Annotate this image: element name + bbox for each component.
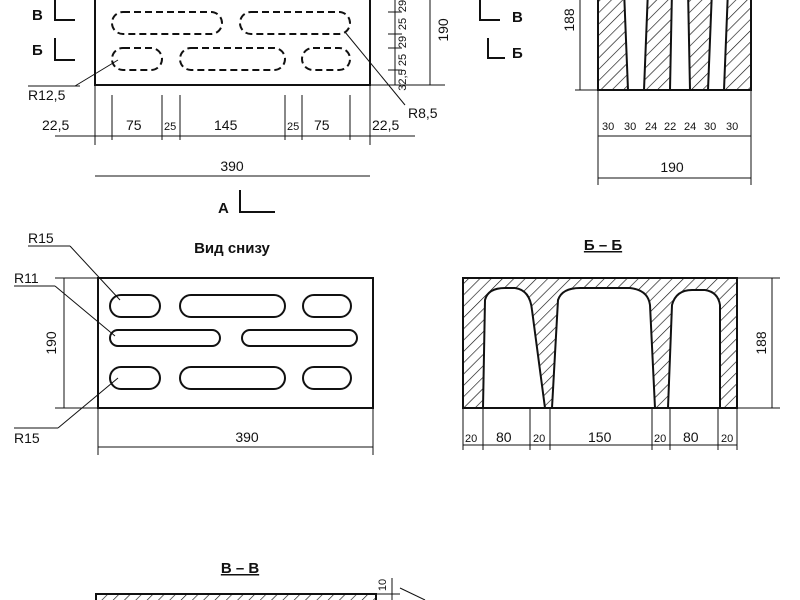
radius-right-label: R8,5 bbox=[408, 105, 438, 121]
side-mark-v: В bbox=[512, 9, 523, 26]
radius-bottom-leader bbox=[57, 377, 119, 429]
bottom-slot bbox=[179, 366, 286, 390]
bb-dim: 20 bbox=[654, 433, 666, 445]
top-slot bbox=[111, 11, 223, 35]
side-dim: 24 bbox=[684, 121, 696, 133]
bb-dim: 20 bbox=[721, 433, 733, 445]
small-dim: 32,5 bbox=[397, 69, 409, 90]
chain-dim: 22,5 bbox=[372, 117, 399, 133]
radius-leader-right bbox=[344, 31, 406, 106]
small-dim: 29 bbox=[397, 0, 409, 12]
bottom-slot bbox=[109, 294, 161, 318]
top-slot bbox=[301, 47, 351, 71]
side-void bbox=[668, 0, 692, 91]
section-vv-body bbox=[95, 593, 377, 600]
bottom-view-outline bbox=[97, 277, 374, 409]
chain-dim: 145 bbox=[214, 117, 238, 133]
view-arrow-label: А bbox=[218, 200, 229, 217]
bottom-height: 190 bbox=[43, 331, 59, 355]
top-height-label: 190 bbox=[435, 18, 451, 42]
chain-dim: 75 bbox=[314, 117, 330, 133]
bb-dim: 80 bbox=[683, 429, 699, 445]
small-dim: 29 bbox=[397, 36, 409, 48]
side-dim: 24 bbox=[645, 121, 657, 133]
top-view: В Б R12,5 R8,5 190 32,5 25 29 25 29 bbox=[28, 0, 451, 217]
bottom-width: 390 bbox=[235, 429, 259, 445]
top-view-outline bbox=[94, 0, 371, 86]
bb-height: 188 bbox=[753, 331, 769, 355]
bb-cavity-left bbox=[481, 287, 547, 409]
section-bb: Б – Б 188 20 80 20 150 20 80 20 bbox=[462, 237, 780, 450]
bb-dim: 20 bbox=[533, 433, 545, 445]
bottom-slot bbox=[109, 366, 161, 390]
radius-mid-leader bbox=[54, 285, 116, 337]
section-mark-v: В bbox=[32, 7, 43, 24]
bb-dim: 20 bbox=[465, 433, 477, 445]
side-dim: 30 bbox=[602, 121, 614, 133]
bb-dim: 80 bbox=[496, 429, 512, 445]
bottom-view-title: Вид снизу bbox=[194, 240, 270, 257]
bottom-slot bbox=[241, 329, 358, 347]
bottom-slot bbox=[179, 294, 286, 318]
small-dim: 25 bbox=[397, 54, 409, 66]
top-slot bbox=[239, 11, 351, 35]
side-section: В Б 188 30 30 24 22 24 30 30 190 bbox=[479, 0, 752, 185]
side-void bbox=[706, 0, 729, 91]
bottom-slot bbox=[302, 366, 352, 390]
chain-dim: 22,5 bbox=[42, 117, 69, 133]
top-slot bbox=[111, 47, 163, 71]
view-arrow bbox=[239, 190, 275, 213]
bb-dim: 150 bbox=[588, 429, 612, 445]
side-dim: 30 bbox=[704, 121, 716, 133]
section-mark-b: Б bbox=[32, 42, 43, 59]
radius-left-label: R12,5 bbox=[28, 87, 66, 103]
chain-dim: 75 bbox=[126, 117, 142, 133]
bottom-slot bbox=[109, 329, 221, 347]
small-dim: 25 bbox=[397, 18, 409, 30]
section-vv: В – В 10 bbox=[95, 560, 426, 600]
section-mark-v-line bbox=[54, 0, 75, 21]
radius-bottom-label: R15 bbox=[14, 430, 40, 446]
bb-cavity-right bbox=[666, 289, 721, 409]
radius-top-leader bbox=[69, 245, 121, 301]
bottom-slot bbox=[302, 294, 352, 318]
section-vv-title: В – В bbox=[221, 560, 260, 577]
side-mark-b: Б bbox=[512, 45, 523, 62]
radius-leader-left bbox=[74, 59, 119, 87]
side-dim: 30 bbox=[726, 121, 738, 133]
top-slot bbox=[179, 47, 286, 71]
vv-height: 10 bbox=[377, 579, 389, 591]
section-bb-title: Б – Б bbox=[584, 237, 622, 254]
radius-top-label: R15 bbox=[28, 230, 54, 246]
side-dim: 22 bbox=[664, 121, 676, 133]
side-dim: 30 bbox=[624, 121, 636, 133]
bb-cavity-center bbox=[550, 287, 657, 409]
side-height: 188 bbox=[561, 8, 577, 32]
side-void bbox=[623, 0, 649, 91]
radius-mid-label: R11 bbox=[14, 270, 39, 286]
section-mark-b-line bbox=[54, 38, 75, 61]
bottom-view: Вид снизу R15 R11 R15 190 390 bbox=[14, 230, 374, 455]
chain-dim: 25 bbox=[287, 121, 299, 133]
top-total-width: 390 bbox=[220, 158, 244, 174]
chain-dim: 25 bbox=[164, 121, 176, 133]
side-total: 190 bbox=[660, 159, 684, 175]
